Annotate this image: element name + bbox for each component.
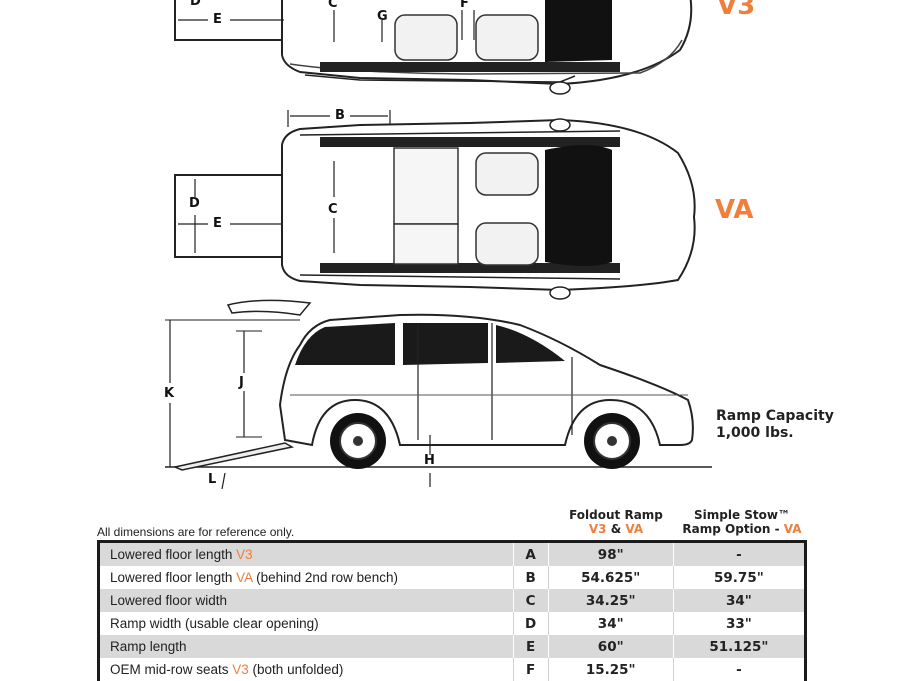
foldout-ramp-header-title: Foldout Ramp	[569, 508, 663, 522]
dim-label-c-mid: C	[328, 202, 338, 217]
foldout-value: 34.25"	[548, 589, 674, 612]
dim-label-e-top: E	[213, 12, 222, 27]
v3-top-view-diagram	[174, 0, 693, 95]
simple-stow-value: 33"	[673, 612, 807, 635]
foldout-value: 15.25"	[548, 658, 674, 681]
desc-text: Ramp length	[110, 639, 187, 654]
table-row: Ramp length E 60" 51.125"	[98, 635, 807, 658]
desc-text: Lowered floor length	[110, 547, 237, 562]
dim-label-j: J	[239, 375, 244, 390]
desc-variant: V3	[236, 547, 253, 562]
row-letter: B	[513, 566, 549, 589]
dim-label-b: B	[335, 108, 345, 123]
desc-text: Ramp width (usable clear opening)	[110, 616, 319, 631]
variant-amp: &	[606, 522, 626, 536]
va-top-view-diagram	[174, 110, 696, 300]
foldout-value: 34"	[548, 612, 674, 635]
ramp-capacity-value: 1,000 lbs.	[716, 425, 794, 441]
row-description: Lowered floor length V3	[98, 541, 514, 566]
row-description: Ramp width (usable clear opening)	[98, 612, 514, 635]
table-row: Ramp width (usable clear opening) D 34" …	[98, 612, 807, 635]
desc-text: OEM mid-row seats	[110, 662, 233, 677]
foldout-ramp-header: Foldout Ramp V3 & VA	[556, 508, 676, 536]
row-letter: D	[513, 612, 549, 635]
dim-label-e-mid: E	[213, 216, 222, 231]
desc-variant: V3	[232, 662, 249, 677]
simple-stow-header: Simple Stow™ Ramp Option - VA	[678, 508, 806, 536]
row-description: Lowered floor length VA (behind 2nd row …	[98, 566, 514, 589]
ramp-capacity-title: Ramp Capacity	[716, 408, 834, 424]
desc-text: Lowered floor length	[110, 570, 237, 585]
row-letter: E	[513, 635, 549, 658]
simple-stow-va-tag: VA	[783, 522, 802, 536]
foldout-value: 60"	[548, 635, 674, 658]
row-description: Lowered floor width	[98, 589, 514, 612]
table-row: Lowered floor length V3 A 98" -	[98, 541, 807, 566]
ramp-capacity: Ramp Capacity 1,000 lbs.	[716, 408, 834, 442]
simple-stow-header-option: Ramp Option - VA	[678, 522, 806, 536]
dimensions-table: Lowered floor length V3 A 98" - Lowered …	[97, 540, 807, 681]
desc-text: Lowered floor width	[110, 593, 228, 608]
desc-suffix: (behind 2nd row bench)	[252, 570, 398, 585]
simple-stow-value: 51.125"	[673, 635, 807, 658]
simple-stow-value: -	[673, 658, 807, 681]
dim-label-l: L	[208, 472, 217, 487]
desc-suffix: (both unfolded)	[248, 662, 344, 677]
simple-stow-value: 59.75"	[673, 566, 807, 589]
dim-label-d-mid: D	[189, 196, 200, 211]
row-letter: F	[513, 658, 549, 681]
row-description: OEM mid-row seats V3 (both unfolded)	[98, 658, 514, 681]
simple-stow-value: -	[673, 541, 807, 566]
desc-variant: VA	[236, 570, 253, 585]
side-view-diagram	[165, 299, 712, 490]
table-row: OEM mid-row seats V3 (both unfolded) F 1…	[98, 658, 807, 681]
simple-stow-header-title: Simple Stow™	[694, 508, 790, 522]
foldout-value: 54.625"	[548, 566, 674, 589]
foldout-ramp-header-variants: V3 & VA	[556, 522, 676, 536]
variant-label-v3: V3	[717, 0, 756, 21]
row-letter: C	[513, 589, 549, 612]
foldout-value: 98"	[548, 541, 674, 566]
row-description: Ramp length	[98, 635, 514, 658]
variant-va-tag: VA	[625, 522, 644, 536]
variant-v3-tag: V3	[588, 522, 607, 536]
dim-label-d-top: D	[190, 0, 201, 9]
variant-label-va: VA	[715, 195, 754, 225]
simple-stow-option-text: Ramp Option -	[682, 522, 784, 536]
dim-label-f-top: F	[460, 0, 469, 11]
dim-label-g-top: G	[377, 9, 388, 24]
row-letter: A	[513, 541, 549, 566]
table-row: Lowered floor length VA (behind 2nd row …	[98, 566, 807, 589]
table-row: Lowered floor width C 34.25" 34"	[98, 589, 807, 612]
dim-label-c-top: C	[328, 0, 338, 11]
simple-stow-value: 34"	[673, 589, 807, 612]
reference-note: All dimensions are for reference only.	[97, 525, 295, 539]
dim-label-h: H	[424, 453, 435, 468]
dim-label-k: K	[164, 386, 175, 401]
